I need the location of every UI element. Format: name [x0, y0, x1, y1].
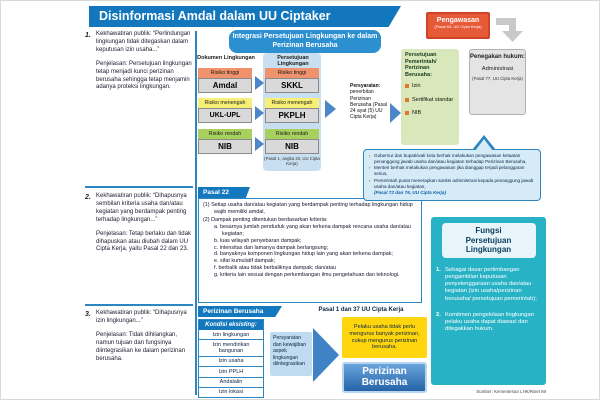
big-chevron-right-icon	[313, 328, 339, 382]
penegakan-hukum-panel: Penegakan hukum: Administrasi (Pasal 77,…	[469, 49, 526, 115]
pengawasan-callout: Gubernur dan bupati/wali kota berhak mel…	[363, 135, 541, 201]
table-row: Izin PPLH	[199, 366, 263, 376]
item-text: Sebagai dasar pertimbangan pengambilan k…	[445, 266, 537, 302]
column-header-persetujuan: Persetujuan Lingkungan	[277, 55, 309, 68]
approval-box-skkl: SKKL	[265, 78, 319, 93]
concern-explanation: Penjelasan: Tetap berlaku dan tidak diha…	[96, 230, 191, 253]
panel-caption: (Pasal 77, UU Cipta Kerja)	[472, 75, 523, 81]
list-item: Izin	[405, 83, 455, 89]
concern-text: Kekhawatiran publik: “Perlindungan lingk…	[96, 31, 191, 53]
list-item: NIB	[405, 110, 455, 116]
criteria-item: f. berbalik atau tidak berbaliknya dampa…	[214, 264, 336, 271]
divider	[85, 304, 193, 306]
concern-item-1: 1. Kekhawatiran publik: “Perlindungan li…	[85, 31, 192, 98]
concern-text: Kekhawatiran publik: “Dihapusnya izin li…	[96, 310, 187, 324]
concern-text: Kekhawatiran publik: “Dihapusnya sembila…	[96, 193, 187, 223]
criteria-item: c. intensitas dan lamanya dampak berlang…	[214, 244, 329, 251]
table-row: Andalalin	[199, 376, 263, 387]
panel-value: Administrasi	[481, 65, 514, 72]
risk-label: Risiko rendah	[265, 129, 319, 139]
kondisi-eksisting-table: Kondisi eksisting: Izin lingkungan Izin …	[198, 319, 264, 399]
table-row: Izin mendirikan bangunan	[199, 339, 263, 356]
table-header: Kondisi eksisting:	[199, 320, 263, 330]
chevron-right-icon	[325, 100, 336, 118]
concern-item-3: 3. Kekhawatiran publik: “Dihapusnya izin…	[85, 310, 192, 369]
table-row: Izin lingkungan	[212, 331, 250, 338]
column-header-dokumen: Dokumen Lingkungan	[197, 55, 255, 61]
integration-caption: (Pasal 1, angka 33, UU Cipta Kerja)	[264, 156, 320, 167]
criteria-item: b. luas wilayah penyebaran dampak;	[214, 237, 302, 244]
doc-box-nib: NIB	[198, 139, 252, 154]
criteria-item: e. sifat kumulatif dampak;	[214, 258, 276, 264]
pengawasan-box: Pengawasan (Pasal 63, UU Cipta Kerja)	[426, 12, 490, 39]
source-credit: Sumber: Kementerian LHK/Riset MI	[476, 389, 546, 394]
risk-label: Risiko tinggi	[265, 68, 319, 78]
criteria-item: d. banyaknya komponen lingkungan hidup l…	[214, 251, 393, 258]
pasal22-box: (1) Setiap usaha dan/atau kegiatan yang …	[198, 198, 422, 303]
concern-number: 1.	[85, 32, 91, 39]
concern-number: 3.	[85, 311, 91, 318]
panel-title: Persetujuan Pemerintah/ Perizinan Berusa…	[405, 52, 437, 78]
pengawasan-caption: (Pasal 63, UU Cipta Kerja)	[434, 23, 482, 29]
integration-arrow-note: Persyaratan dan kewajiban aspek lingkung…	[270, 332, 312, 376]
pasal-reference: Pasal 1 dan 37 UU Cipta Kerja	[318, 307, 404, 313]
vertical-divider	[195, 31, 197, 395]
concern-item-2: 2. Kekhawatiran publik: “Dihapusnya semb…	[85, 193, 192, 260]
doc-box-amdal: Amdal	[198, 78, 252, 93]
persyaratan-text: penerbitan Perizinan Berusaha (Pasal 24 …	[350, 89, 387, 121]
callout-pointer-fill	[475, 139, 493, 151]
page-title: Disinformasi Amdal dalam UU Ciptaker	[89, 6, 401, 27]
fungsi-title: Fungsi Persetujuan Lingkungan	[441, 223, 536, 258]
table-row: Izin lokasi	[199, 386, 263, 397]
tab-perizinan-berusaha: Perizinan Berusaha	[198, 306, 282, 317]
fungsi-item: 1. Sebagai dasar pertimbangan pengambila…	[436, 267, 541, 303]
list-item: Sertifikat standar	[405, 97, 455, 103]
panel-title: Penegakan hukum:	[470, 54, 526, 60]
table-row: Izin usaha	[199, 355, 263, 366]
concern-explanation: Penjelasan: Tidak dihilangkan, namun tuj…	[96, 331, 186, 362]
callout-point: Menteri berhak melakukan pengawasan jika…	[369, 165, 535, 176]
concern-number: 2.	[85, 194, 91, 201]
approval-box-pkplh: PKPLH	[265, 108, 319, 123]
bullet-square-icon	[405, 111, 409, 115]
risk-label: Risiko tinggi	[198, 68, 252, 78]
risk-label: Risiko rendah	[198, 129, 252, 139]
item-number: 2.	[436, 311, 441, 318]
clause: (1) Setiap usaha dan/atau kegiatan yang …	[203, 202, 413, 215]
divider	[85, 186, 193, 188]
item-label: Izin	[412, 83, 421, 90]
persyaratan-note: Persyaratan: penerbitan Perizinan Berusa…	[350, 83, 390, 121]
callout-point: Pemerintah pusat menerapkan sanksi admin…	[369, 178, 535, 189]
clause: (2) Dampak penting ditentukan berdasarka…	[203, 216, 328, 223]
item-text: Komitmen pengelolaan lingkungan pelaku u…	[445, 311, 534, 333]
persetujuan-pemerintah-panel: Persetujuan Pemerintah/ Perizinan Berusa…	[401, 49, 459, 145]
doc-box-ukl-upl: UKL-UPL	[198, 108, 252, 123]
callout-citation: (Pasal 72 dan 76, UU Cipta Kerja)	[374, 190, 446, 196]
tab-pasal-22: Pasal 22	[198, 187, 250, 198]
fungsi-item: 2. Komitmen pengelolaan lingkungan pelak…	[436, 312, 541, 334]
criteria-item: a. besarnya jumlah penduduk yang akan te…	[214, 224, 411, 237]
chevron-right-icon	[255, 106, 264, 120]
risk-label: Risiko menengah	[198, 98, 252, 108]
chevron-right-icon	[255, 76, 264, 90]
concern-explanation: Penjelasan: Persetujuan lingkungan tetap…	[96, 60, 192, 91]
bullet-square-icon	[405, 97, 409, 102]
perizinan-berusaha-result-box: Perizinan Berusaha	[342, 362, 427, 393]
criteria-item: g. kriteria lain sesuai dengan perkemban…	[214, 271, 400, 278]
integration-header: Integrasi Persetujuan Lingkungan ke dala…	[229, 30, 381, 53]
risk-label: Risiko menengah	[265, 98, 319, 108]
chevron-right-icon	[255, 137, 264, 151]
callout-point: Gubernur dan bupati/wali kota berhak mel…	[369, 153, 535, 164]
pengawasan-title: Pengawasan	[436, 17, 480, 24]
persyaratan-label: Persyaratan:	[350, 83, 381, 89]
item-label: NIB	[412, 110, 422, 116]
item-number: 1.	[436, 266, 441, 273]
approval-box-nib: NIB	[265, 139, 319, 154]
bullet-square-icon	[405, 84, 409, 89]
curved-down-arrow-icon	[496, 18, 523, 42]
item-label: Sertifikat standar	[412, 96, 454, 103]
chevron-right-icon	[390, 103, 401, 123]
fungsi-panel: Fungsi Persetujuan Lingkungan 1. Sebagai…	[431, 217, 546, 385]
benefit-note: Pelaku usaha tidak perlu mengurus banyak…	[342, 317, 427, 358]
